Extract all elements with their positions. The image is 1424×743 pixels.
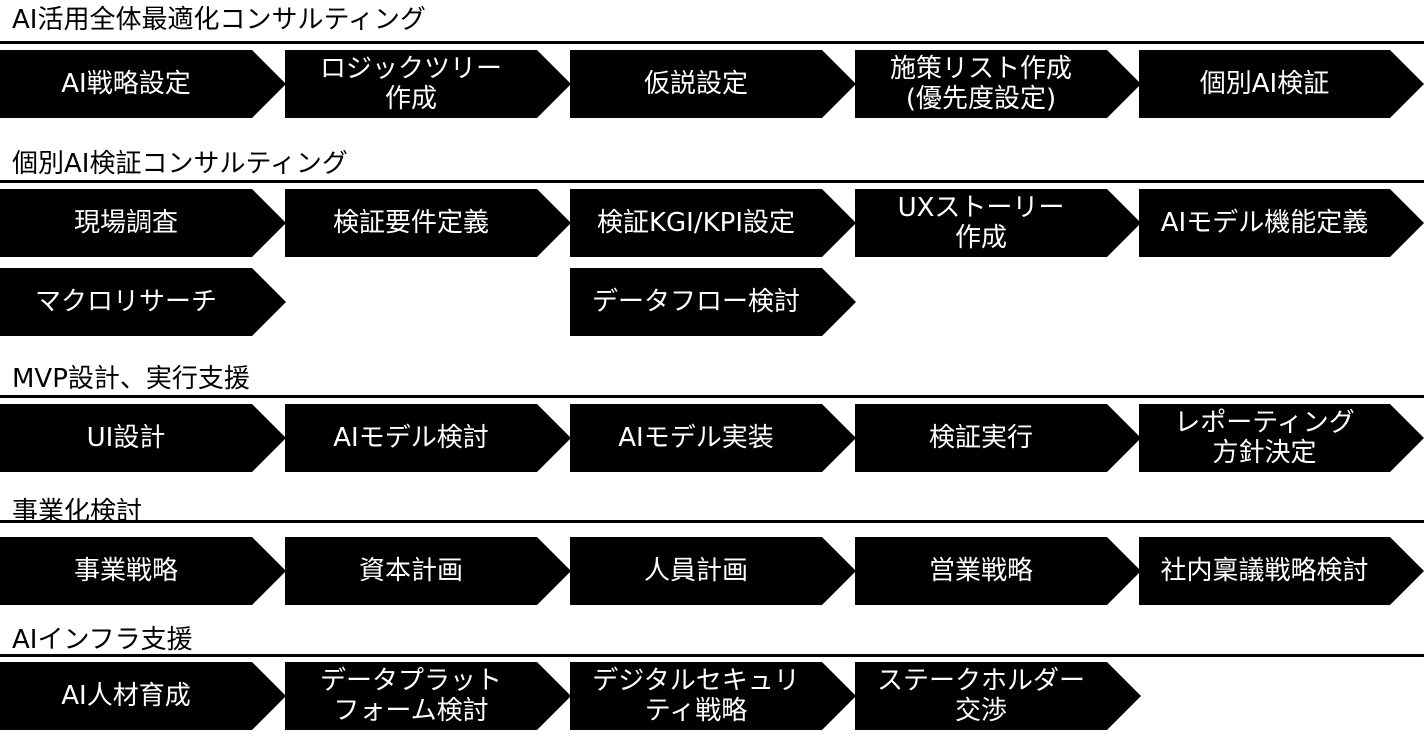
- process-step-chevron: マクロリサーチ: [0, 268, 286, 336]
- process-step-label: 仮説設定: [643, 69, 748, 99]
- process-step-label: デジタルセキュリ ティ戦略: [592, 666, 800, 726]
- process-step-chevron: データプラット フォーム検討: [285, 662, 571, 730]
- section-title: MVP設計、実行支援: [12, 364, 250, 394]
- process-step-label: 現場調査: [73, 208, 178, 238]
- process-step-chevron: レポーティング 方針決定: [1139, 404, 1424, 472]
- process-step-chevron: 現場調査: [0, 189, 286, 257]
- process-step-label: 個別AI検証: [1199, 69, 1330, 99]
- section-divider: [0, 654, 1424, 657]
- process-step-label: 検証要件定義: [332, 208, 489, 238]
- process-step-chevron: UXストーリー 作成: [855, 189, 1141, 257]
- process-step-label: データフロー検討: [591, 287, 800, 317]
- process-step-label: ロジックツリー 作成: [319, 54, 502, 114]
- process-step-chevron: AIモデル機能定義: [1139, 189, 1424, 257]
- process-step-chevron: AIモデル実装: [570, 404, 856, 472]
- process-step-chevron: 資本計画: [285, 537, 571, 605]
- process-step-label: 検証KGI/KPI設定: [596, 208, 796, 238]
- process-step-chevron: 検証KGI/KPI設定: [570, 189, 856, 257]
- process-step-chevron: UI設計: [0, 404, 286, 472]
- process-step-label: ステークホルダー 交渉: [876, 666, 1085, 726]
- process-step-label: 人員計画: [643, 556, 748, 586]
- process-step-label: 営業戦略: [928, 556, 1033, 586]
- process-step-chevron: AI人材育成: [0, 662, 286, 730]
- process-step-label: 社内稟議戦略検討: [1160, 556, 1369, 586]
- process-step-chevron: AI戦略設定: [0, 50, 286, 118]
- process-step-label: AIモデル検討: [333, 423, 489, 453]
- process-step-label: 検証実行: [928, 423, 1033, 453]
- process-step-label: 資本計画: [358, 556, 463, 586]
- section-title: 個別AI検証コンサルティング: [12, 149, 348, 179]
- process-step-chevron: 事業戦略: [0, 537, 286, 605]
- section-divider: [0, 41, 1424, 44]
- process-step-chevron: 仮説設定: [570, 50, 856, 118]
- process-step-chevron: 営業戦略: [855, 537, 1141, 605]
- section-title: AI活用全体最適化コンサルティング: [12, 5, 426, 35]
- process-step-chevron: ロジックツリー 作成: [285, 50, 571, 118]
- section-divider: [0, 520, 1424, 523]
- process-step-label: AIモデル実装: [618, 423, 774, 453]
- section-divider: [0, 180, 1424, 183]
- process-step-chevron: AIモデル検討: [285, 404, 571, 472]
- process-step-chevron: 人員計画: [570, 537, 856, 605]
- process-step-chevron: 社内稟議戦略検討: [1139, 537, 1424, 605]
- process-step-label: データプラット フォーム検討: [319, 666, 502, 726]
- process-step-chevron: 検証要件定義: [285, 189, 571, 257]
- process-step-chevron: 施策リスト作成 (優先度設定): [855, 50, 1141, 118]
- process-step-label: 事業戦略: [73, 556, 178, 586]
- process-step-label: マクロリサーチ: [34, 287, 217, 317]
- section-divider: [0, 395, 1424, 398]
- section-title: AIインフラ支援: [12, 625, 193, 655]
- process-step-label: レポーティング 方針決定: [1174, 408, 1355, 468]
- process-step-label: AI人材育成: [61, 681, 191, 711]
- process-step-chevron: データフロー検討: [570, 268, 856, 336]
- process-step-chevron: 検証実行: [855, 404, 1141, 472]
- process-step-chevron: 個別AI検証: [1139, 50, 1424, 118]
- process-step-label: 施策リスト作成 (優先度設定): [889, 54, 1072, 114]
- process-step-label: UI設計: [86, 423, 166, 453]
- process-step-chevron: デジタルセキュリ ティ戦略: [570, 662, 856, 730]
- section-title: 事業化検討: [12, 497, 143, 527]
- process-step-chevron: ステークホルダー 交渉: [855, 662, 1141, 730]
- process-step-label: AIモデル機能定義: [1160, 208, 1369, 238]
- process-step-label: UXストーリー 作成: [897, 193, 1065, 253]
- process-step-label: AI戦略設定: [61, 69, 191, 99]
